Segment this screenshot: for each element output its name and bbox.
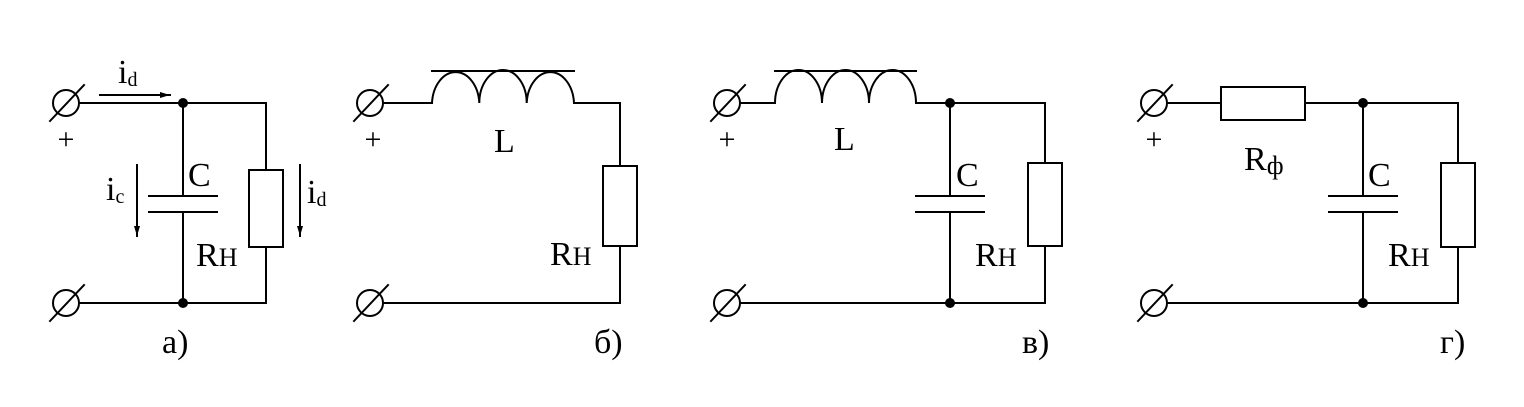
input-terminal-top [352, 83, 390, 123]
junction-dot [1358, 298, 1368, 308]
filter-resistor [1220, 86, 1306, 121]
load-resistor-label: RН [196, 237, 238, 274]
figure-label: г) [1440, 324, 1465, 361]
bottom-wire [78, 246, 267, 304]
load-resistor-label: RН [1388, 237, 1430, 274]
top-wire [573, 102, 621, 167]
current-top-label: id [118, 54, 137, 91]
filter-resistor-label: Rф [1244, 141, 1284, 180]
plus-sign: + [58, 123, 75, 156]
current-capacitor-label: ic [106, 171, 124, 208]
capacitor-label: C [188, 157, 211, 194]
plus-sign: + [365, 123, 382, 156]
input-terminal-top [709, 83, 747, 123]
junction-dot [945, 298, 955, 308]
load-resistor [1027, 162, 1063, 247]
load-resistor [602, 165, 638, 247]
circuit-a: + id ic id C RН а) [48, 54, 326, 361]
input-terminal-bottom [709, 283, 747, 323]
plus-sign: + [719, 123, 736, 156]
junction-dot [178, 298, 188, 308]
load-resistor-label: RН [550, 236, 592, 273]
load-resistor-label: RН [975, 237, 1017, 274]
plus-sign: + [1146, 123, 1163, 156]
load-resistor [1440, 162, 1476, 248]
load-resistor [248, 169, 284, 248]
figure-label: в) [1022, 324, 1049, 361]
input-terminal-bottom [352, 283, 390, 323]
bottom-wire [739, 245, 1046, 304]
bottom-wire [382, 245, 621, 304]
capacitor-symbol [1328, 195, 1398, 213]
bottom-wire [1166, 246, 1459, 304]
top-wire [915, 102, 1046, 164]
capacitor-symbol [915, 195, 985, 213]
input-terminal-bottom [1136, 283, 1174, 323]
top-wire [1304, 102, 1459, 164]
input-terminal-bottom [48, 283, 86, 323]
junction-dot [945, 98, 955, 108]
circuit-b: + L RН б) [352, 69, 638, 361]
junction-dot [1358, 98, 1368, 108]
input-terminal-top [48, 83, 86, 123]
capacitor-symbol [148, 195, 218, 213]
junction-dot [178, 98, 188, 108]
figure-label: б) [594, 324, 623, 361]
capacitor-label: C [1368, 157, 1391, 194]
circuit-g: + Rф C RН г) [1136, 83, 1476, 361]
circuit-v: + L C RН в) [709, 69, 1063, 361]
inductor-label: L [834, 121, 855, 158]
current-load-label: id [307, 174, 326, 211]
capacitor-label: C [956, 157, 979, 194]
figure-label: а) [162, 324, 188, 361]
inductor-symbol [430, 69, 576, 105]
top-wire [78, 102, 267, 171]
inductor-symbol [773, 69, 918, 105]
inductor-label: L [494, 123, 515, 160]
input-terminal-top [1136, 83, 1174, 123]
